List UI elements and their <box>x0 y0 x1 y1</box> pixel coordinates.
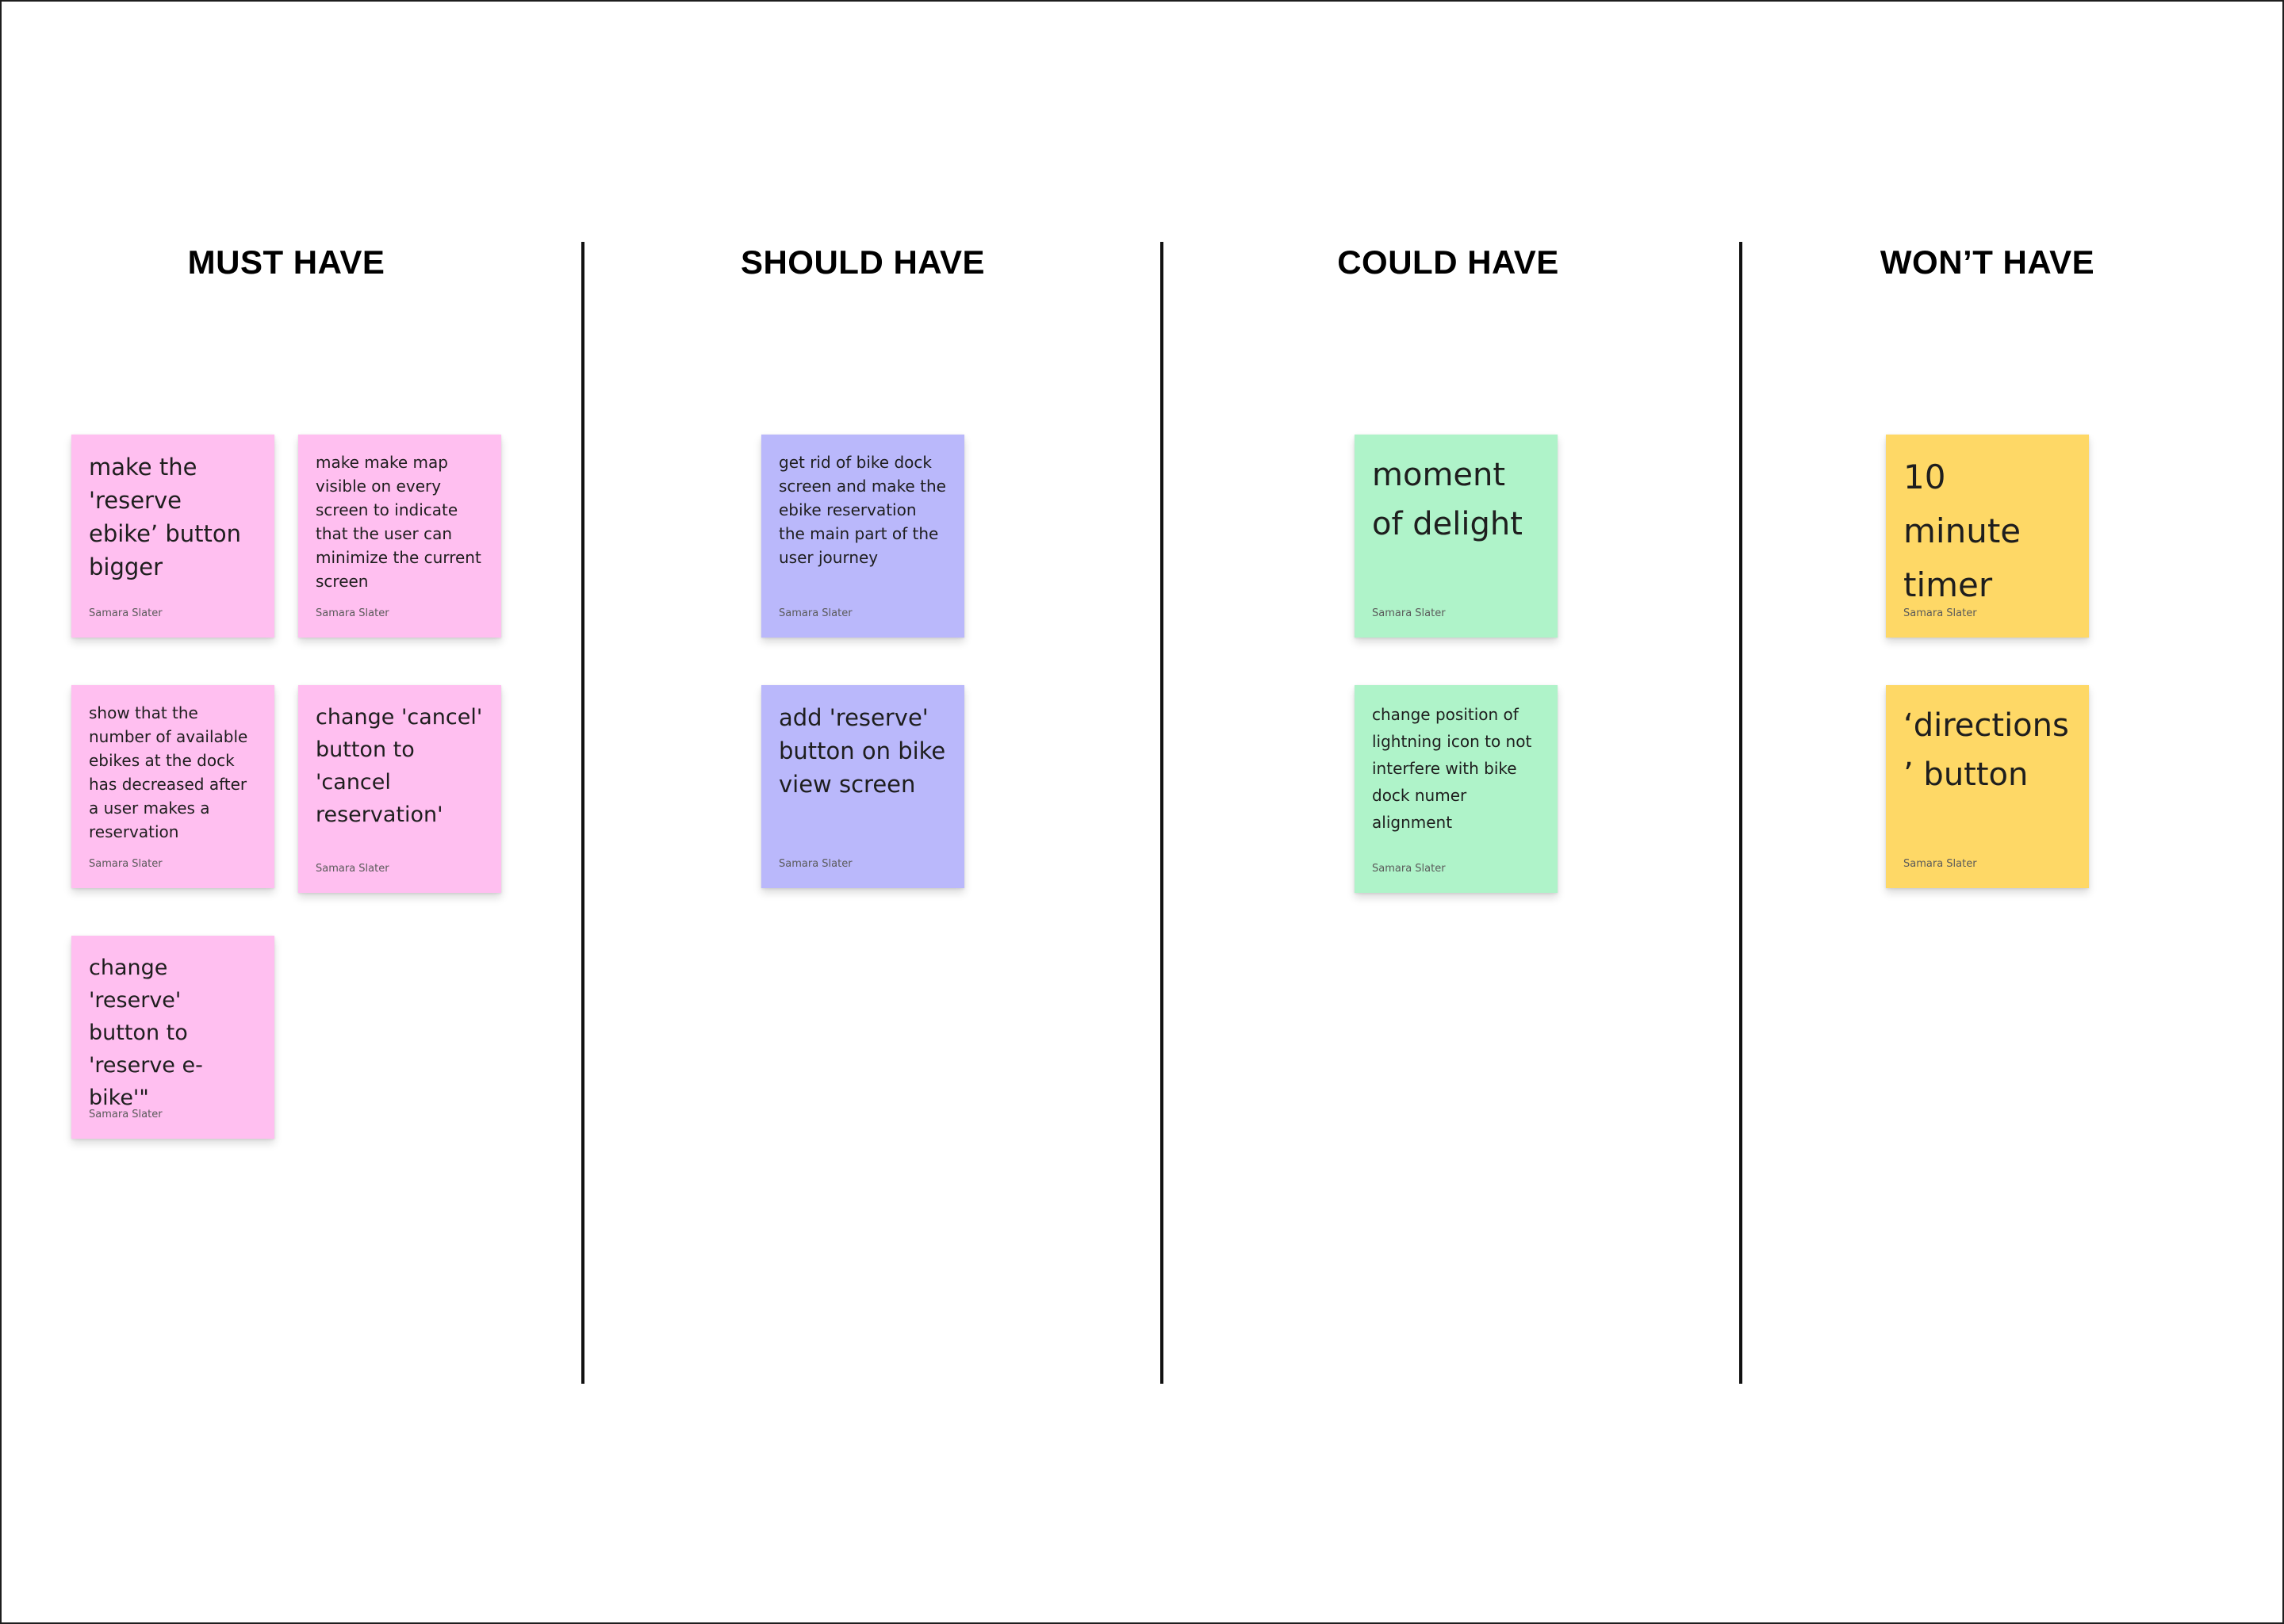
sticky-note[interactable]: add 'reserve' button on bike view screen… <box>761 685 964 888</box>
column-heading-must-have: MUST HAVE <box>187 243 385 281</box>
column-divider <box>1739 242 1742 1384</box>
sticky-note[interactable]: make make map visible on every screen to… <box>298 435 501 638</box>
sticky-note-author: Samara Slater <box>779 858 853 870</box>
sticky-note[interactable]: change position of lightning icon to not… <box>1355 685 1558 893</box>
sticky-note-text: change position of lightning icon to not… <box>1372 705 1532 832</box>
sticky-note-author: Samara Slater <box>316 607 389 619</box>
sticky-note-text: make make map visible on every screen to… <box>316 453 481 591</box>
column-heading-should-have: SHOULD HAVE <box>740 243 986 281</box>
sticky-note-author: Samara Slater <box>316 863 389 875</box>
sticky-note[interactable]: show that the number of available ebikes… <box>71 685 274 888</box>
sticky-note[interactable]: change 'cancel' button to 'cancel reserv… <box>298 685 501 893</box>
sticky-note-text: get rid of bike dock screen and make the… <box>779 453 946 567</box>
sticky-note-text: show that the number of available ebikes… <box>89 703 248 841</box>
sticky-note-text: change 'reserve' button to 'reserve e-bi… <box>89 956 203 1110</box>
sticky-note[interactable]: 10 minute timer Samara Slater <box>1886 435 2089 638</box>
column-heading-wont-have: WON’T HAVE <box>1880 243 2095 281</box>
sticky-note[interactable]: ‘directions’ button Samara Slater <box>1886 685 2089 888</box>
column-divider <box>1160 242 1163 1384</box>
sticky-note[interactable]: moment of delight Samara Slater <box>1355 435 1558 638</box>
sticky-note-author: Samara Slater <box>89 1109 163 1120</box>
sticky-note-text: make the 'reserve ebike’ button bigger <box>89 454 241 580</box>
sticky-note-author: Samara Slater <box>1372 607 1446 619</box>
sticky-note[interactable]: make the 'reserve ebike’ button bigger S… <box>71 435 274 638</box>
sticky-note-text: change 'cancel' button to 'cancel reserv… <box>316 705 483 827</box>
sticky-note-author: Samara Slater <box>1903 858 1977 870</box>
sticky-note-text: 10 minute timer <box>1903 458 2021 604</box>
sticky-note-author: Samara Slater <box>1903 607 1977 619</box>
column-divider <box>581 242 584 1384</box>
sticky-note-text: add 'reserve' button on bike view screen <box>779 704 946 798</box>
sticky-note[interactable]: get rid of bike dock screen and make the… <box>761 435 964 638</box>
sticky-note-author: Samara Slater <box>89 858 163 870</box>
sticky-note-author: Samara Slater <box>89 607 163 619</box>
column-heading-could-have: COULD HAVE <box>1337 243 1559 281</box>
sticky-note-text: ‘directions’ button <box>1903 707 2069 793</box>
sticky-note-author: Samara Slater <box>779 607 853 619</box>
sticky-note-text: moment of delight <box>1372 457 1523 542</box>
sticky-note-author: Samara Slater <box>1372 863 1446 875</box>
sticky-note[interactable]: change 'reserve' button to 'reserve e-bi… <box>71 936 274 1139</box>
